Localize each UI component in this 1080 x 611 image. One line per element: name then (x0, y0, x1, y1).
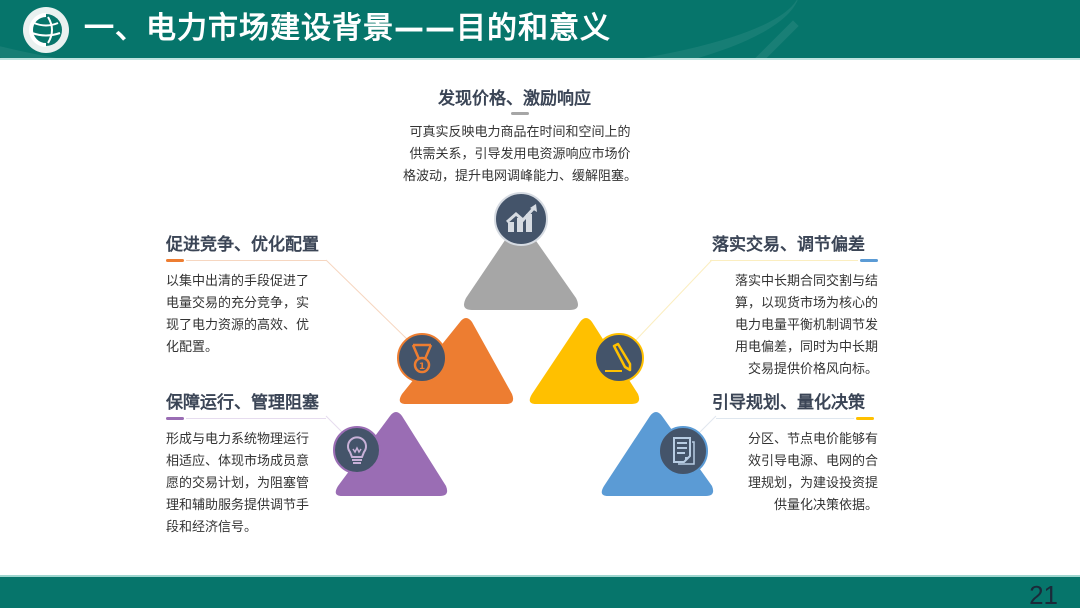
connector-line (186, 260, 326, 261)
block-text-competition: 以集中出清的手段促进了 电量交易的充分竞争，实 现了电力资源的高效、优 化配置。 (166, 271, 346, 359)
title-accent-bar (511, 112, 529, 115)
chart-growth-icon (494, 192, 548, 246)
text-line: 形成与电力系统物理运行 (166, 432, 310, 447)
text-line: 电量交易的充分竞争，实 (166, 296, 310, 311)
block-title-price-discovery: 发现价格、激励响应 (438, 89, 591, 109)
text-line: 算，以现货市场为核心的 (734, 296, 878, 311)
block-title-planning: 引导规划、量化决策 (712, 393, 865, 413)
block-title-operation: 保障运行、管理阻塞 (166, 393, 319, 413)
title-accent-bar (856, 417, 874, 420)
gray-triangle (464, 218, 578, 310)
text-line: 愿的交易计划，为阻塞管 (166, 476, 310, 491)
text-line: 格波动，提升电网调峰能力、缓解阻塞。 (402, 169, 637, 184)
block-text-planning: 分区、节点电价能够有 效引导电源、电网的合 理规划，为建设投资提 供量化决策依据… (712, 429, 878, 517)
orange-triangle (399, 318, 514, 404)
title-accent-bar (860, 259, 878, 262)
slide-header (0, 0, 1080, 58)
text-line: 可真实反映电力商品在时间和空间上的 (409, 125, 631, 140)
text-line: 供量化决策依据。 (773, 498, 878, 513)
connector-line (716, 418, 854, 419)
svg-text:1: 1 (419, 362, 425, 372)
medal-icon: 1 (397, 333, 447, 383)
block-title-settlement: 落实交易、调节偏差 (712, 235, 865, 255)
footer-divider (0, 575, 1080, 577)
text-line: 交易提供价格风向标。 (747, 362, 878, 377)
text-line: 化配置。 (166, 340, 219, 355)
block-text-price-discovery: 可真实反映电力商品在时间和空间上的 供需关系，引导发用电资源响应市场价 格波动，… (395, 122, 645, 188)
title-accent-bar (166, 259, 184, 262)
text-line: 分区、节点电价能够有 (747, 432, 878, 447)
text-line: 理和辅助服务提供调节手 (166, 498, 310, 513)
text-line: 以集中出清的手段促进了 (166, 274, 310, 289)
text-line: 落实中长期合同交割与结 (734, 274, 878, 289)
connector-line (710, 260, 858, 261)
text-line: 段和经济信号。 (166, 520, 258, 535)
block-text-settlement: 落实中长期合同交割与结 算，以现货市场为核心的 电力电量平衡机制调节发 用电偏差… (712, 271, 878, 381)
title-accent-bar (166, 417, 184, 420)
pencil-icon (594, 333, 644, 383)
pyramid-graphic (325, 218, 717, 496)
page-number: 21 (1029, 580, 1058, 610)
lightbulb-icon (333, 426, 381, 474)
connector-line (186, 418, 326, 419)
document-icon (658, 426, 708, 476)
text-line: 理规划，为建设投资提 (747, 476, 878, 491)
yellow-triangle (529, 318, 640, 404)
block-title-competition: 促进竞争、优化配置 (166, 235, 319, 255)
text-line: 现了电力资源的高效、优 (166, 318, 310, 333)
page-title: 一、电力市场建设背景——目的和意义 (84, 11, 611, 46)
state-grid-logo-icon (23, 7, 69, 53)
text-line: 供需关系，引导发用电资源响应市场价 (409, 147, 631, 162)
block-text-operation: 形成与电力系统物理运行 相适应、体现市场成员意 愿的交易计划，为阻塞管 理和辅助… (166, 429, 346, 539)
purple-triangle (335, 412, 448, 496)
header-divider (0, 58, 1080, 60)
text-line: 电力电量平衡机制调节发 (734, 318, 878, 333)
text-line: 相适应、体现市场成员意 (166, 454, 310, 469)
text-line: 效引导电源、电网的合 (747, 454, 878, 469)
text-line: 用电偏差，同时为中长期 (734, 340, 878, 355)
slide-footer (0, 577, 1080, 608)
